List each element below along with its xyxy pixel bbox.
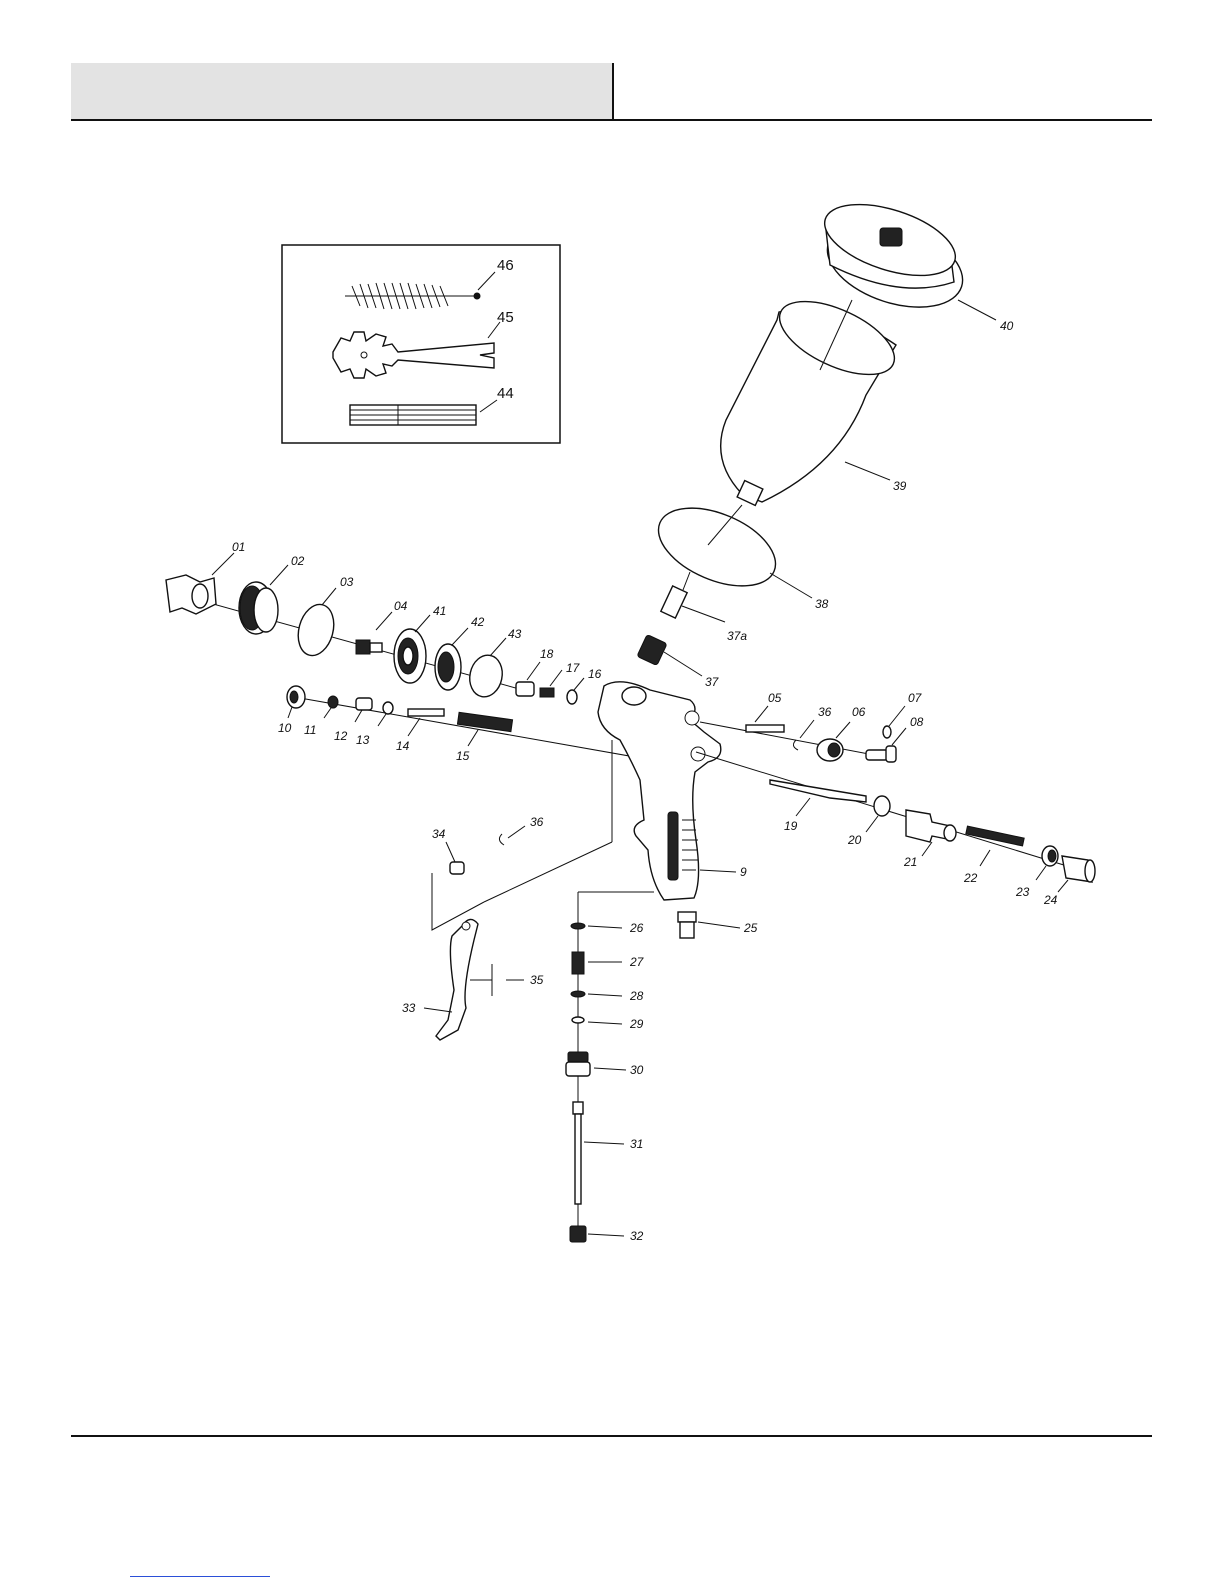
- label-37a: 37a: [727, 629, 747, 643]
- label-22: 22: [963, 871, 978, 885]
- label-35: 35: [530, 973, 544, 987]
- label-29: 29: [629, 1017, 644, 1031]
- part-20-o-ring: 20: [847, 796, 890, 847]
- label-23: 23: [1015, 885, 1030, 899]
- part-30-valve-housing: 30: [566, 1052, 644, 1077]
- label-05: 05: [768, 691, 782, 705]
- part-37-cup-connector: 37: [637, 634, 720, 689]
- footer-link-underline: [130, 1576, 270, 1577]
- label-10: 10: [278, 721, 292, 735]
- label-46: 46: [497, 257, 514, 274]
- part-23-washer: 23: [1015, 846, 1058, 899]
- part-03-o-ring: 03: [293, 575, 354, 660]
- label-36-lower: 36: [530, 815, 544, 829]
- label-06: 06: [852, 705, 866, 719]
- label-25: 25: [743, 921, 758, 935]
- part-9-gun-body: 9: [598, 682, 747, 900]
- label-9: 9: [740, 865, 747, 879]
- label-03: 03: [340, 575, 354, 589]
- part-21-needle-housing: 21: [903, 810, 956, 869]
- label-30: 30: [630, 1063, 644, 1077]
- label-32: 32: [630, 1229, 644, 1243]
- label-39: 39: [893, 479, 907, 493]
- label-13: 13: [356, 733, 370, 747]
- trigger-leader-mid: [484, 842, 612, 902]
- label-40: 40: [1000, 319, 1014, 333]
- label-43: 43: [508, 627, 522, 641]
- label-19: 19: [784, 819, 798, 833]
- part-31-valve-stem: 31: [573, 1102, 643, 1204]
- label-18: 18: [540, 647, 554, 661]
- footer-rule: [71, 1435, 1152, 1437]
- part-22-needle-spring: 22: [963, 826, 1024, 885]
- label-07: 07: [908, 691, 923, 705]
- label-42: 42: [471, 615, 485, 629]
- part-19-fluid-needle: 19: [770, 780, 866, 833]
- label-12: 12: [334, 729, 348, 743]
- label-14: 14: [396, 739, 410, 753]
- label-27: 27: [629, 955, 645, 969]
- part-10-nut: 10: [278, 686, 305, 735]
- label-24: 24: [1043, 893, 1058, 907]
- label-36-upper: 36: [818, 705, 832, 719]
- part-43-o-ring: 43: [466, 627, 522, 700]
- part-35-pin: 35: [470, 964, 544, 996]
- part-05-valve-stem: 05: [746, 691, 784, 732]
- label-08: 08: [910, 715, 924, 729]
- part-26-o-ring: 26: [571, 921, 644, 935]
- part-08-adjuster-knob: 08: [866, 715, 924, 762]
- part-33-trigger: 33: [402, 919, 478, 1040]
- label-26: 26: [629, 921, 644, 935]
- part-02-air-cap-ring: 02: [239, 554, 305, 634]
- part-29-washer: 29: [572, 1017, 644, 1031]
- part-32-valve-nut: 32: [570, 1226, 644, 1243]
- label-20: 20: [847, 833, 862, 847]
- label-38: 38: [815, 597, 829, 611]
- part-39-paint-cup: 39: [721, 286, 907, 505]
- label-37: 37: [705, 675, 720, 689]
- part-36-clip-lower: 36: [499, 815, 543, 845]
- label-01: 01: [232, 540, 245, 554]
- part-28-o-ring: 28: [571, 989, 644, 1003]
- label-11: 11: [304, 723, 316, 737]
- part-14-pin: 14: [396, 709, 444, 753]
- part-34-trigger-pin: 34: [432, 827, 464, 874]
- part-27-spring: 27: [572, 952, 645, 974]
- label-04: 04: [394, 599, 408, 613]
- label-31: 31: [630, 1137, 643, 1151]
- label-41: 41: [433, 604, 446, 618]
- label-28: 28: [629, 989, 644, 1003]
- label-34: 34: [432, 827, 446, 841]
- label-21: 21: [903, 855, 917, 869]
- label-33: 33: [402, 1001, 416, 1015]
- label-02: 02: [291, 554, 305, 568]
- label-17: 17: [566, 661, 581, 675]
- label-16: 16: [588, 667, 602, 681]
- label-45: 45: [497, 309, 514, 326]
- label-44: 44: [497, 385, 514, 402]
- part-01-air-cap: 01: [166, 540, 245, 614]
- valve-axis-line: [700, 722, 890, 758]
- part-25-air-inlet: 25: [678, 912, 758, 938]
- part-15-spring: 15: [456, 712, 513, 763]
- label-15: 15: [456, 749, 470, 763]
